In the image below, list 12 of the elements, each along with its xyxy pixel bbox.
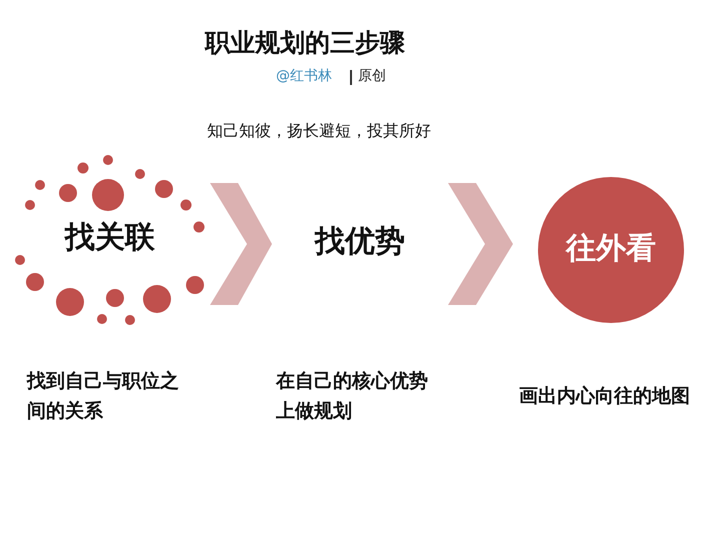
title: 职业规划的三步骤 — [205, 27, 405, 59]
step-label: 找优势 — [315, 222, 405, 260]
subtitle: 知己知彼，扬长避短，投其所好 — [207, 121, 431, 142]
step-label: 找关联 — [65, 218, 155, 256]
author-handle: @红书林 — [276, 67, 332, 85]
step-description: 在自己的核心优势上做规划 — [276, 369, 429, 424]
step-label: 往外看 — [566, 230, 656, 268]
chevron-arrow — [448, 183, 513, 305]
step-description: 画出内心向往的地图 — [519, 384, 691, 409]
step-description: 找到自己与职位之间的关系 — [27, 369, 180, 424]
origin-note: 原创 — [358, 67, 386, 85]
chevron-arrow — [210, 183, 272, 305]
